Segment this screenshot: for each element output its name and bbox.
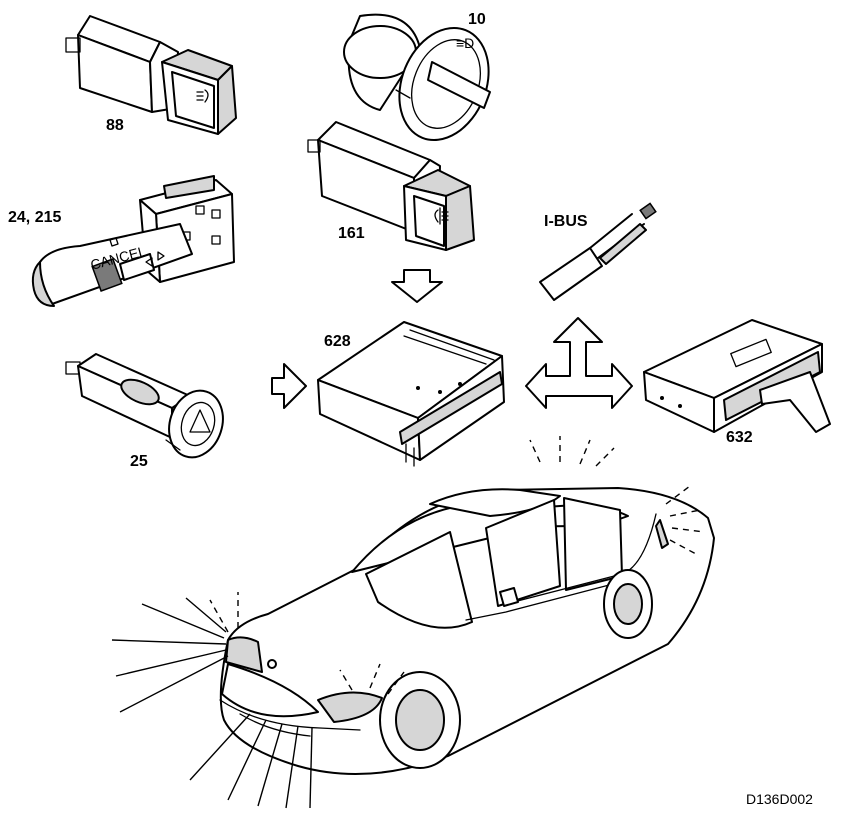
display-module-632 bbox=[643, 319, 831, 433]
rear-fog-switch-161 bbox=[307, 121, 475, 251]
label-161: 161 bbox=[338, 225, 365, 242]
hazard-switch-25 bbox=[65, 353, 224, 459]
arrow-three-way-icon bbox=[525, 317, 633, 409]
car-illustration bbox=[219, 487, 715, 775]
ibus-cable bbox=[539, 202, 657, 301]
indicator-stalk-24-215: CANCEL bbox=[31, 175, 235, 307]
label-628: 628 bbox=[324, 333, 351, 350]
hazard-triangle-icon bbox=[189, 409, 211, 433]
label-ibus: I-BUS bbox=[544, 213, 588, 230]
label-632: 632 bbox=[726, 429, 753, 446]
fog-light-switch-88 bbox=[65, 15, 237, 135]
light-rays-front bbox=[111, 597, 313, 809]
figure-code: D136D002 bbox=[746, 791, 813, 807]
rear-fog-lamp-icon bbox=[434, 207, 449, 225]
arrow-left-right-marking bbox=[145, 251, 165, 267]
light-rays-dashed bbox=[209, 436, 705, 695]
front-fog-lamp-icon bbox=[196, 89, 209, 103]
light-switch-markings: ≡D bbox=[456, 35, 474, 51]
control-module-628 bbox=[317, 321, 505, 467]
label-10: 10 bbox=[468, 11, 486, 28]
light-switch-10: ≡D bbox=[343, 13, 491, 142]
label-88: 88 bbox=[106, 117, 124, 134]
label-24-215: 24, 215 bbox=[8, 209, 61, 226]
arrow-right-icon bbox=[271, 363, 307, 409]
arrow-down-icon bbox=[391, 269, 443, 303]
label-25: 25 bbox=[130, 453, 148, 470]
